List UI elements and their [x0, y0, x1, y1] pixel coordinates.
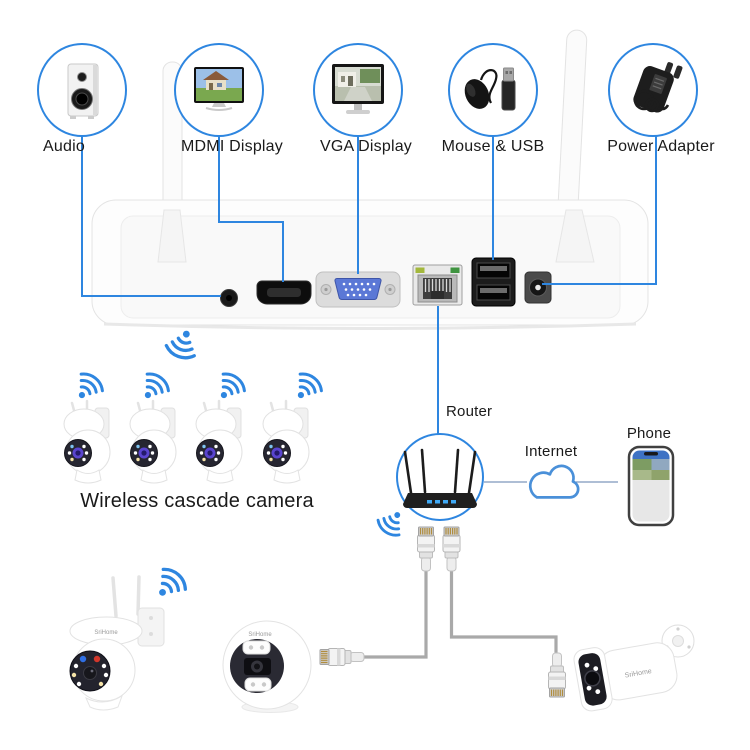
power-adapter-icon [633, 62, 683, 113]
rj45-plug-up-right [442, 526, 461, 572]
router-led [427, 500, 432, 504]
ethernet-port [412, 264, 463, 306]
rj45-plug-up-left [416, 526, 436, 572]
cascade-camera-2 [128, 399, 178, 485]
audio-label: Audio [43, 138, 85, 155]
ptz-camera: SriHome [69, 575, 165, 711]
mouse-usb-label: Mouse & USB [441, 138, 545, 155]
power-line [542, 136, 657, 285]
nvr-base-shadow [103, 322, 637, 330]
cascade-wifi-icon-4 [286, 368, 327, 408]
vga-display-device [313, 43, 403, 137]
phone-icon [627, 445, 675, 527]
mouse-usb-device [448, 43, 538, 137]
dc-power-jack [524, 271, 552, 304]
nvr-antenna-right-hinge [555, 209, 595, 263]
cable-to-bullet-camera [449, 567, 558, 654]
router-wifi-icon [373, 503, 411, 541]
monitor-display-icon [332, 64, 384, 114]
peripheral-circles [37, 43, 698, 137]
router-led [435, 500, 440, 504]
rj45-plug-bullet [547, 652, 567, 698]
router-led [443, 500, 448, 504]
nvr-wifi-icon [162, 324, 204, 364]
nvr-antenna-left-hinge [157, 209, 187, 263]
connector-lines [81, 136, 657, 435]
tv-display-icon [194, 67, 244, 111]
cascade-camera-3 [194, 399, 244, 485]
router-label: Router [446, 403, 493, 420]
router-node [396, 433, 484, 521]
mouse-usb-icon [464, 67, 516, 111]
vga-display-label: VGA Display [319, 138, 413, 155]
rj45-plug-dome [319, 647, 365, 667]
phone-label: Phone [626, 425, 672, 442]
ethernet-led-right [450, 267, 460, 273]
internet-cloud-icon [528, 464, 580, 499]
cable-to-dome-camera [362, 567, 428, 659]
cascade-camera-4 [261, 399, 311, 485]
mdmi-display-device [174, 43, 264, 137]
vga-port [315, 271, 401, 308]
wireless-cascade-label: Wireless cascade camera [80, 490, 314, 512]
audio-jack [220, 289, 238, 307]
camera-brand-text: SriHome [94, 630, 118, 636]
audio-line [81, 136, 221, 297]
mdmi-display-label: MDMI Display [181, 138, 283, 155]
ethernet-led-left [415, 267, 425, 273]
cascade-wifi-icon-3 [209, 368, 250, 408]
hdmi-port [256, 280, 312, 305]
router-led [451, 500, 456, 504]
camera-brand-text: SriHome [624, 668, 652, 680]
speaker-icon [67, 63, 99, 119]
camera-brand-text: SriHome [248, 632, 272, 638]
dome-camera: SriHome [222, 620, 312, 713]
hdmi-line [218, 136, 284, 282]
router-icon [403, 448, 477, 508]
ethernet-cables [319, 526, 567, 698]
nvr-recorder [91, 29, 649, 330]
ptz-wifi-icon [147, 563, 192, 607]
cascade-camera-row [62, 399, 311, 485]
power-adapter-device [608, 43, 698, 137]
internet-label: Internet [524, 443, 578, 460]
power-adapter-label: Power Adapter [607, 138, 715, 155]
phone-notch [644, 452, 658, 456]
usb-ports [471, 257, 516, 307]
bullet-camera: SriHome [573, 624, 695, 712]
cascade-camera-1 [62, 399, 112, 485]
audio-device [37, 43, 127, 137]
